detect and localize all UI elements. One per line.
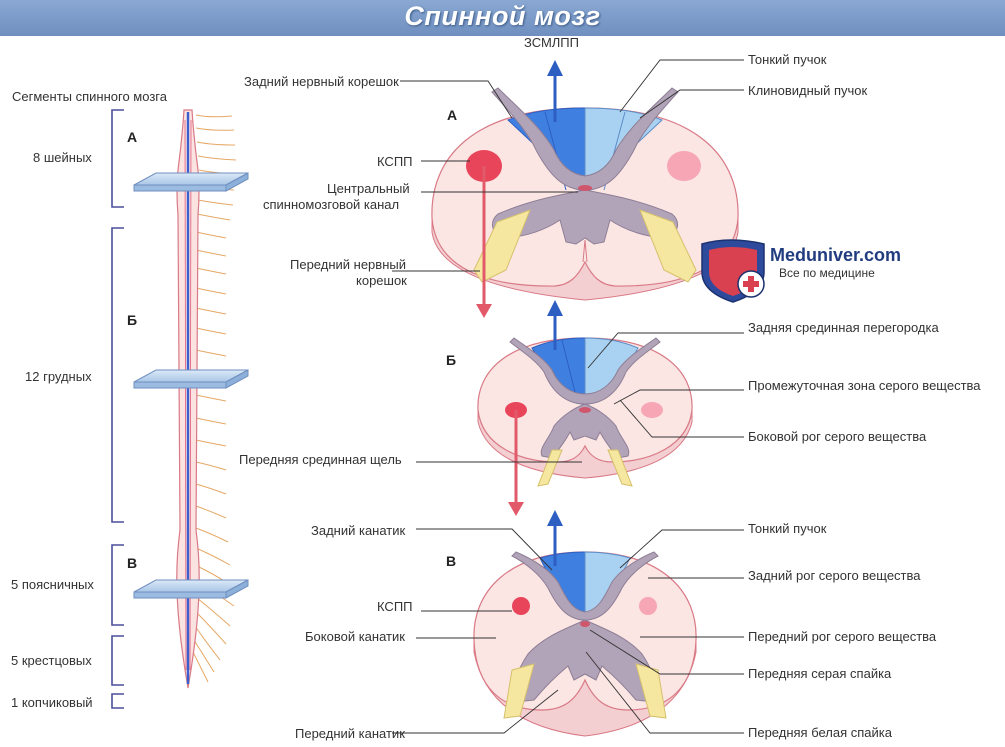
label-septum: Задняя срединная перегородка — [748, 320, 939, 335]
section-plane-c — [133, 579, 249, 599]
label-white-commissure: Передняя белая спайка — [748, 725, 893, 740]
section-plane-a — [133, 172, 249, 192]
logo-name: Meduniver.com — [770, 245, 901, 265]
cross-section-b: Б — [446, 300, 693, 516]
thoracic-label: 12 грудных — [25, 369, 92, 384]
central-canal-a — [578, 185, 592, 191]
cervical-label: 8 шейных — [33, 150, 92, 165]
label-kspp-a: КСПП — [377, 154, 413, 169]
label-gracile-c: Тонкий пучок — [748, 521, 827, 536]
label-anterior-funiculus: Передний канатик — [295, 726, 405, 741]
grey-matter-a — [491, 87, 679, 245]
ascending-arrow-c — [547, 510, 563, 526]
ascending-arrow-a — [547, 60, 563, 76]
descending-arrow-a — [476, 304, 492, 318]
label-gracile-a: Тонкий пучок — [748, 52, 827, 67]
bracket-letter-b: Б — [127, 312, 137, 328]
label-dorsal-root: Задний нервный корешок — [244, 74, 399, 89]
ventral-root-right-b — [607, 449, 633, 487]
section-letter-c: В — [446, 553, 456, 569]
ventral-root-left-b — [537, 449, 563, 487]
kspp-left-c — [512, 597, 530, 615]
title-bar — [0, 0, 1005, 36]
label-grey-commissure: Передняя серая спайка — [748, 666, 892, 681]
section-letter-b: Б — [446, 352, 456, 368]
label-anterior-fissure: Передняя срединная щель — [239, 452, 402, 467]
section-letter-a: А — [447, 107, 457, 123]
logo-tagline: Все по медицине — [779, 266, 875, 280]
coccygeal-label: 1 копчиковый — [11, 695, 93, 710]
label-posterior-horn: Задний рог серого вещества — [748, 568, 921, 583]
leader-lines — [392, 59, 744, 734]
kspp-right-a — [667, 151, 701, 181]
label-lateral-horn: Боковой рог серого вещества — [748, 429, 927, 444]
section-plane-b — [133, 369, 249, 389]
segments-header: Сегменты спинного мозга — [12, 89, 168, 104]
lumbar-label: 5 поясничных — [11, 577, 94, 592]
label-central-canal-1: Центральный — [327, 181, 410, 196]
cross-section-a: А — [431, 60, 739, 318]
label-lateral-funiculus: Боковой канатик — [305, 629, 405, 644]
cross-section-c: В — [446, 510, 697, 737]
sacral-label: 5 крестцовых — [11, 653, 92, 668]
grey-matter-b — [509, 337, 661, 459]
kspp-right-c — [639, 597, 657, 615]
bracket-letter-a: А — [127, 129, 137, 145]
central-canal-c — [580, 621, 590, 627]
meduniver-logo: Meduniver.com Все по медицине — [701, 239, 901, 303]
descending-arrow-b — [508, 502, 524, 516]
label-intermediate-zone: Промежуточная зона серого вещества — [748, 378, 981, 393]
page-title: Спинной мозг — [404, 1, 601, 31]
segment-brackets — [111, 109, 124, 709]
label-kspp-c: КСПП — [377, 599, 413, 614]
label-anterior-horn: Передний рог серого вещества — [748, 629, 937, 644]
ventral-root-right-a — [639, 209, 697, 283]
ventral-root-left-a — [473, 209, 531, 283]
kspp-right-b — [641, 402, 663, 418]
label-ventral-root-2: корешок — [356, 273, 407, 288]
central-canal-b — [579, 407, 591, 413]
label-cuneate-a: Клиновидный пучок — [748, 83, 868, 98]
ventral-root-right-c — [635, 663, 667, 719]
label-ventral-root-1: Передний нервный — [290, 257, 406, 272]
bracket-letter-c: В — [127, 555, 137, 571]
ascending-arrow-b — [547, 300, 563, 316]
ventral-root-left-c — [503, 663, 535, 719]
label-zsmlpp: ЗСМЛПП — [524, 35, 579, 50]
spinal-cord-overview: Сегменты спинного мозга — [11, 89, 249, 710]
label-posterior-funiculus: Задний канатик — [311, 523, 406, 538]
label-central-canal-2: спинномозговой канал — [263, 197, 399, 212]
labels: ЗСМЛПП Задний нервный корешок КСПП Центр… — [239, 35, 981, 741]
